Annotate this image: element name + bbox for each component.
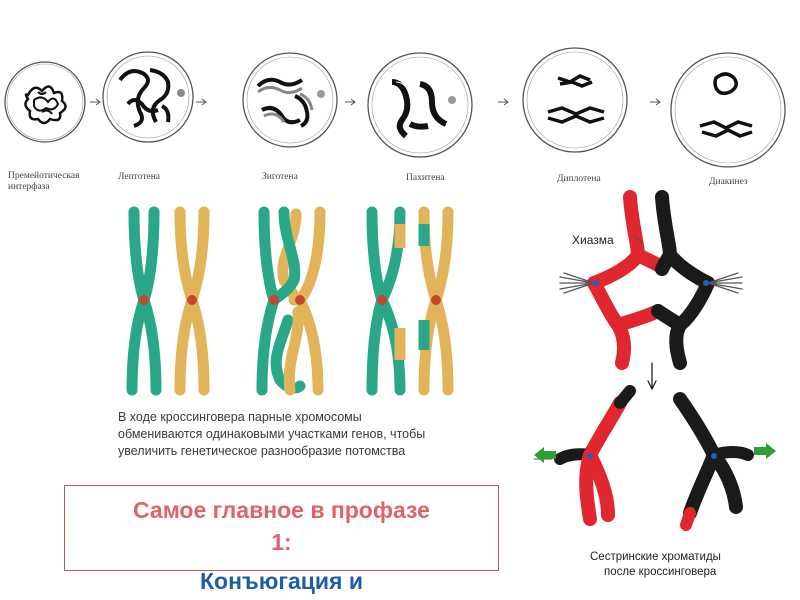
stage-leptotene-cell xyxy=(102,51,194,143)
sister-chromatids-line1: Сестринские хроматиды xyxy=(590,551,721,563)
summary-box xyxy=(64,485,499,571)
stage-label-line1: Премейотическая xyxy=(8,171,80,181)
chiasma-black-chromosome xyxy=(651,190,715,370)
spindle-fibers-right xyxy=(707,272,743,294)
stage-label-zygotene: Зиготена xyxy=(262,172,298,182)
separated-red-chromosome xyxy=(554,385,636,526)
stage-label-diakinesis: Диакинез xyxy=(709,177,748,187)
chromosome-pair-after xyxy=(366,206,454,396)
stage-diakinesis-cell xyxy=(670,52,786,168)
caption-line-1: В ходе кроссинговера парные хромосомы xyxy=(118,410,362,424)
crossing-over-caption: В ходе кроссинговера парные хромосомы об… xyxy=(118,409,518,460)
spindle-fibers-left xyxy=(559,272,595,294)
down-arrow-icon xyxy=(647,362,657,391)
stage-interphase-cell xyxy=(4,61,86,143)
arrow-left-green-icon xyxy=(534,447,556,463)
separated-black-chromosome xyxy=(673,392,754,531)
summary-title-line2: 1: xyxy=(271,529,292,555)
stage-pachytene-cell xyxy=(367,52,473,158)
stage-zygotene-cell xyxy=(242,52,338,148)
stage-label-line2: интерфаза xyxy=(8,182,50,192)
summary-title: Самое главное в профазе 1: xyxy=(64,494,499,558)
stage-label-pachytene: Пахитена xyxy=(406,173,445,183)
chromosome-pair-crossing xyxy=(256,206,326,396)
summary-subtitle: Конъюгация и xyxy=(200,568,363,594)
stage-label-leptotene: Лептотена xyxy=(118,172,160,182)
sister-chromatids-line2: после кроссинговера xyxy=(604,566,717,578)
stage-label-diplotene: Диплотена xyxy=(557,174,601,184)
sister-chromatids-label: Сестринские хроматиды после кроссинговер… xyxy=(590,550,721,580)
crossing-over-chromosomes xyxy=(126,206,454,396)
caption-line-2: обмениваются одинаковыми участками генов… xyxy=(118,427,426,441)
chiasma-diagram xyxy=(533,190,776,531)
chiasma-red-chromosome xyxy=(587,190,669,370)
stage-diplotene-cell xyxy=(522,47,628,153)
stage-label-interphase: Премейотическая интерфаза xyxy=(8,171,80,193)
chromosome-pair-before xyxy=(126,206,210,396)
prophase-stages-diagram xyxy=(4,47,786,168)
arrow-right-green-icon xyxy=(754,443,776,459)
summary-title-line1: Самое главное в профазе xyxy=(133,497,430,523)
caption-line-3: увеличить генетическое разнообразие пото… xyxy=(118,444,406,458)
chiasma-label: Хиазма xyxy=(572,233,614,247)
